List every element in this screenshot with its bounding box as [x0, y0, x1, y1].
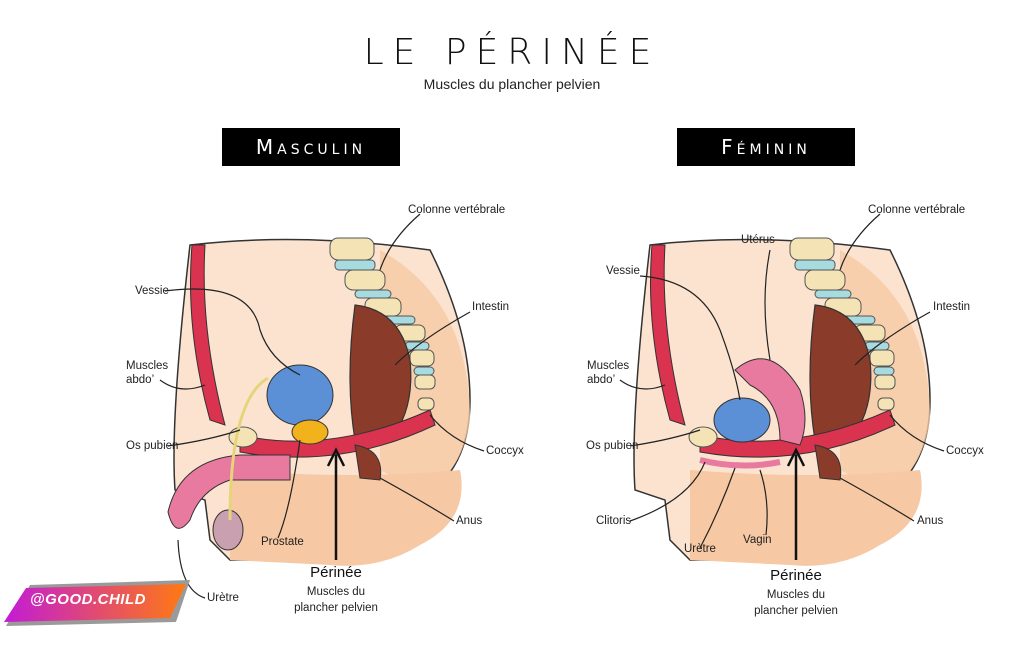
watermark-badge	[4, 584, 186, 622]
label-spine-female: Colonne vertébrale	[868, 204, 966, 216]
label-abs-female-2: abdo’	[587, 374, 616, 386]
leader-lines	[159, 213, 945, 599]
watermark-text: @GOOD.CHILD	[30, 591, 146, 608]
label-vagina: Vagin	[743, 534, 772, 546]
male-organs	[167, 364, 334, 551]
page-subtitle: Muscles du plancher pelvien	[423, 76, 601, 92]
label-intestine-male: Intestin	[472, 301, 510, 313]
perineum-sub-male-2: plancher pelvien	[294, 602, 378, 614]
label-urethra-female: Urètre	[684, 543, 716, 555]
label-abs-female-1: Muscles	[587, 360, 630, 372]
female-tag: Féminin	[677, 128, 855, 166]
female-organs	[699, 358, 806, 469]
label-intestine-female: Intestin	[933, 301, 971, 313]
perineum-title-male: Périnée	[310, 564, 362, 581]
label-spine-male: Colonne vertébrale	[408, 204, 506, 216]
label-coccyx-male: Coccyx	[486, 445, 524, 457]
page-title: LE PÉRINÉE	[363, 32, 661, 73]
perineum-sub-female-1: Muscles du	[766, 589, 826, 601]
label-abs-male-1: Muscles	[126, 360, 169, 372]
male-tag: Masculin	[222, 128, 400, 166]
label-anus-female: Anus	[917, 515, 944, 527]
label-abs-male-2: abdo’	[126, 374, 155, 386]
label-pubic-female: Os pubien	[586, 440, 639, 452]
label-anus-male: Anus	[456, 515, 483, 527]
label-urethra-male: Urètre	[207, 592, 239, 604]
label-prostate: Prostate	[261, 536, 304, 548]
perineum-title-female: Périnée	[770, 567, 822, 584]
perineum-sub-female-2: plancher pelvien	[754, 605, 838, 617]
label-pubic-male: Os pubien	[126, 440, 179, 452]
label-bladder-male: Vessie	[135, 285, 169, 297]
perineum-sub-male-1: Muscles du	[306, 586, 366, 598]
label-bladder-female: Vessie	[606, 265, 640, 277]
label-uterus: Utérus	[741, 234, 775, 246]
label-coccyx-female: Coccyx	[946, 445, 984, 457]
label-clitoris: Clitoris	[596, 515, 632, 527]
